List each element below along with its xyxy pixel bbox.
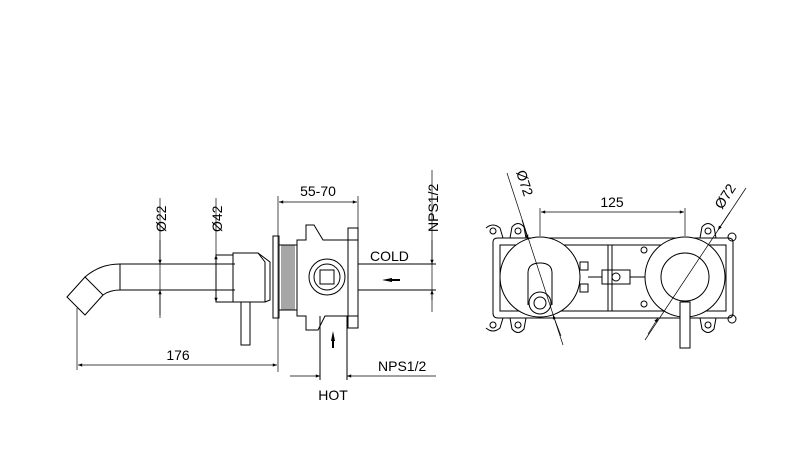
hot-arrow-icon [331, 331, 335, 348]
dim-d22-label: Ø22 [153, 205, 169, 232]
valve-box [296, 224, 359, 331]
hot-label: HOT [318, 387, 348, 403]
dim-d42-label: Ø42 [209, 205, 225, 232]
right-d72-label: Ø72 [711, 181, 739, 212]
dimension-d22: Ø22 [153, 198, 169, 318]
inlet-ring [308, 258, 346, 296]
dim-55-70-label: 55-70 [300, 183, 336, 199]
dimension-d42: Ø42 [209, 198, 225, 302]
dim-125-label: 125 [600, 194, 624, 210]
hot-thread-label: NPS1/2 [378, 358, 426, 374]
front-view: 125 Ø72 Ø72 [485, 168, 747, 349]
mounting-box [485, 223, 737, 333]
cold-thread-label: NPS1/2 [425, 184, 441, 232]
dim-176-label: 176 [166, 347, 190, 363]
left-cover-plate [499, 236, 581, 318]
cold-label: COLD [370, 248, 409, 264]
right-cover-plate [644, 236, 726, 349]
dimension-hot-thread: NPS1/2 HOT [290, 358, 436, 403]
dimension-cold-thread: NPS1/2 COLD [370, 170, 441, 312]
dimension-125: 125 [539, 194, 686, 236]
spout [66, 263, 235, 316]
lever-handle [240, 301, 251, 346]
dimension-176: 176 [76, 308, 277, 370]
dimension-left-d72: Ø72 [506, 168, 564, 346]
dimension-55-70: 55-70 [277, 183, 359, 372]
side-view: Ø22 Ø42 55-70 176 NPS1/2 COLD [66, 170, 441, 403]
right-lever [679, 301, 691, 349]
cold-arrow-icon [382, 278, 400, 282]
mixer-body [215, 224, 436, 380]
thread-lines [281, 245, 295, 310]
mounting-ears [485, 223, 737, 333]
left-d72-label: Ø72 [513, 168, 536, 198]
